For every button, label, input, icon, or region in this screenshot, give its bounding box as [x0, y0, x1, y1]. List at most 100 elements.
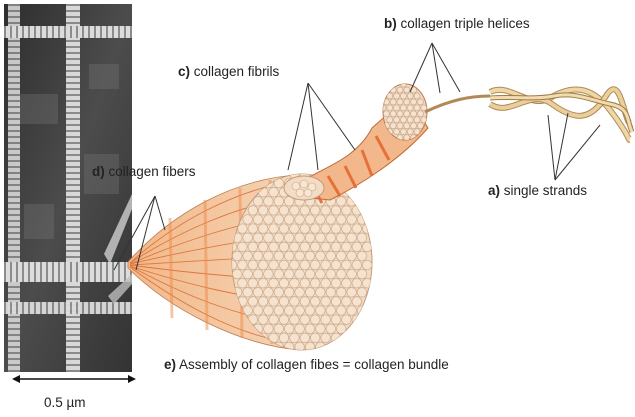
- fibril-cross-section: [331, 315, 341, 325]
- fibril-cross-section: [414, 93, 420, 99]
- fibril-cross-section: [290, 242, 300, 252]
- fibril-cross-section: [390, 111, 396, 117]
- fibril-cross-section: [321, 278, 331, 288]
- fibril-cross-section: [290, 297, 300, 307]
- fibril-cross-section: [394, 105, 400, 111]
- fibril-cross-section: [238, 224, 248, 234]
- fibril-cross-section: [336, 233, 346, 243]
- fibril-cross-section: [279, 260, 289, 270]
- fibril-cross-section: [279, 297, 289, 307]
- fibril-cross-section: [264, 233, 274, 243]
- fibril-cross-section: [269, 206, 279, 216]
- fibril-cross-section: [258, 297, 268, 307]
- fibril-cross-section: [305, 233, 315, 243]
- fibril-cross-section: [321, 260, 331, 270]
- fibril-cross-section: [390, 99, 396, 105]
- fibril-cross-section: [290, 315, 300, 325]
- fibril-cross-section: [243, 269, 253, 279]
- fibril-cross-section: [352, 224, 362, 234]
- fibril-cross-section: [310, 206, 320, 216]
- fibril-cross-section: [274, 251, 284, 261]
- label-e-bundle: e) Assembly of collagen fibes = collagen…: [164, 357, 449, 372]
- fibril-cross-section: [305, 306, 315, 316]
- fibril-cross-section: [321, 242, 331, 252]
- fibril-cross-section: [342, 297, 352, 307]
- fibril-cross-section: [331, 297, 341, 307]
- label-a-letter: a): [488, 183, 500, 198]
- fibril-cross-section: [342, 206, 352, 216]
- fibril-cross-section: [397, 123, 403, 129]
- fibril-cross-section: [326, 233, 336, 243]
- fibril-cross-section: [417, 111, 423, 117]
- fibril-cross-section: [232, 269, 242, 279]
- fibril-cross-section: [400, 117, 406, 123]
- fibril-cross-section: [326, 306, 336, 316]
- fibril-cross-section: [295, 233, 305, 243]
- fibril-cross-section: [243, 288, 253, 298]
- fibril-cross-section: [274, 288, 284, 298]
- fibril-cross-section: [274, 197, 284, 207]
- fibril-cross-section: [279, 315, 289, 325]
- fibril-cross-section: [331, 278, 341, 288]
- fibril-cross-section: [295, 306, 305, 316]
- fibril-cross-section: [300, 242, 310, 252]
- fibril-cross-section: [387, 117, 393, 123]
- fibril-cross-section: [316, 215, 326, 225]
- fibril-cross-section: [274, 306, 284, 316]
- fibril-cross-section: [305, 251, 315, 261]
- label-b-triple-helices: b) collagen triple helices: [384, 16, 530, 31]
- fibril-cross-section: [421, 105, 427, 111]
- fibril-cross-section: [347, 197, 357, 207]
- fibril-cross-section: [258, 278, 268, 288]
- label-a-single-strands: a) single strands: [488, 183, 587, 198]
- fibril-cross-section: [394, 93, 400, 99]
- fibril-cross-section: [316, 288, 326, 298]
- fibril-cross-section: [279, 278, 289, 288]
- fibril-cross-section: [264, 269, 274, 279]
- fibril-cross-section: [290, 224, 300, 234]
- fibril-cross-section: [326, 251, 336, 261]
- fibril-cross-section: [253, 251, 263, 261]
- fibril-cross-section: [264, 324, 274, 334]
- fibril-cross-section: [331, 260, 341, 270]
- fibril-cross-section: [331, 224, 341, 234]
- fibril-cross-section: [253, 288, 263, 298]
- fibril-cross-section: [300, 260, 310, 270]
- fibril-cross-section: [331, 242, 341, 252]
- fibril-cross-section: [326, 288, 336, 298]
- fibril-cross-section: [264, 197, 274, 207]
- fibril-cross-section: [305, 269, 315, 279]
- label-e-letter: e): [164, 357, 176, 372]
- fibril-cross-section: [352, 315, 362, 325]
- fibril-cross-section: [238, 242, 248, 252]
- fibril-cross-section: [336, 251, 346, 261]
- fibril-cross-section: [269, 297, 279, 307]
- fibril-cross-section: [411, 111, 417, 117]
- fibril-cross-section: [404, 99, 410, 105]
- fibril-cross-section: [258, 224, 268, 234]
- fibril-cross-section: [258, 260, 268, 270]
- fibril-cross-section: [310, 297, 320, 307]
- fibril-cross-section: [274, 233, 284, 243]
- fibril-cross-section: [264, 288, 274, 298]
- fibril-cross-section: [357, 288, 367, 298]
- fibril-cross-section: [357, 269, 367, 279]
- fibril-cross-section: [342, 315, 352, 325]
- fibril-cross-section: [258, 206, 268, 216]
- label-c-letter: c): [178, 64, 190, 79]
- fibril-cross-section: [300, 224, 310, 234]
- fibril-cross-section: [352, 242, 362, 252]
- fibril-cross-section: [305, 324, 315, 334]
- fibril-cross-section: [394, 129, 400, 135]
- fibril-cross-section: [400, 93, 406, 99]
- fibril-cross-section: [248, 297, 258, 307]
- fibril-cross-section: [316, 342, 326, 352]
- fibril-cross-section: [310, 242, 320, 252]
- label-b-text: collagen triple helices: [397, 16, 530, 31]
- fibril-cross-section: [347, 233, 357, 243]
- fibril-cross-section: [232, 251, 242, 261]
- fibril-cross-section: [274, 324, 284, 334]
- fibril-cross-section: [347, 288, 357, 298]
- fibril-cross-section: [342, 224, 352, 234]
